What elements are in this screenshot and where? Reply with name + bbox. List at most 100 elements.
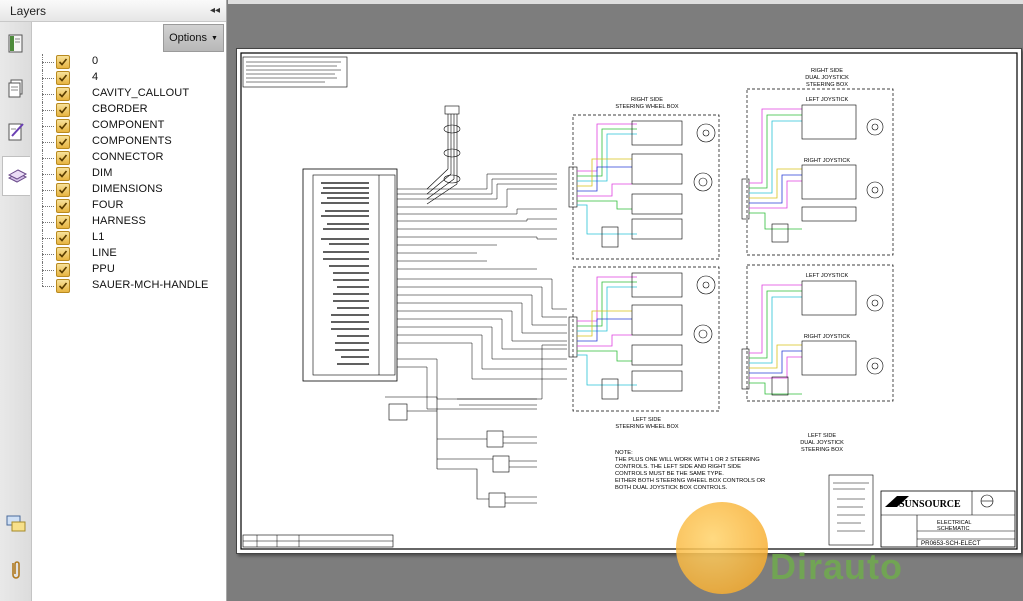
layer-name: CAVITY_CALLOUT <box>92 87 190 99</box>
layer-name: L1 <box>92 231 105 243</box>
tree-connector <box>42 142 54 143</box>
checkmark-icon <box>58 234 68 242</box>
layer-visibility-checkbox[interactable] <box>56 247 70 261</box>
layer-name: 4 <box>92 71 99 83</box>
tree-connector <box>42 238 54 239</box>
tree-connector <box>42 62 54 63</box>
layer-item: LINE <box>32 246 226 262</box>
panel-header: Layers ◂◂ <box>0 0 226 22</box>
right-wheel-title: RIGHT SIDE <box>631 97 663 103</box>
svg-text:BOTH DUAL JOYSTICK BOX CONTROL: BOTH DUAL JOYSTICK BOX CONTROLS. <box>615 485 728 491</box>
panel-title: Layers <box>10 3 47 18</box>
layer-name: SAUER-MCH-HANDLE <box>92 279 209 291</box>
tree-connector <box>42 190 54 191</box>
electrical-schematic: RIGHT SIDE STEERING WHEEL BOX <box>240 52 1018 550</box>
layer-item: CONNECTOR <box>32 150 226 166</box>
tree-connector <box>42 174 54 175</box>
tree-connector <box>42 286 54 287</box>
svg-text:LEFT JOYSTICK: LEFT JOYSTICK <box>806 97 849 103</box>
layer-visibility-checkbox[interactable] <box>56 71 70 85</box>
note-title: NOTE: <box>615 450 633 456</box>
layer-item: FOUR <box>32 198 226 214</box>
tree-connector <box>42 126 54 127</box>
svg-text:STEERING WHEEL BOX: STEERING WHEEL BOX <box>615 424 678 430</box>
layer-name: LINE <box>92 247 117 259</box>
watermark-text: Dirauto <box>770 546 903 587</box>
checkmark-icon <box>58 250 68 258</box>
layer-visibility-checkbox[interactable] <box>56 215 70 229</box>
pages-icon[interactable] <box>5 32 27 56</box>
title-field: ELECTRICAL <box>937 520 972 526</box>
right-joystick-box-title: RIGHT SIDE <box>811 68 843 74</box>
left-joystick-box-title: LEFT SIDE <box>808 433 836 439</box>
document-page: RIGHT SIDE STEERING WHEEL BOX <box>236 48 1022 554</box>
layer-item: COMPONENT <box>32 118 226 134</box>
layer-visibility-checkbox[interactable] <box>56 199 70 213</box>
layer-item: PPU <box>32 262 226 278</box>
layer-visibility-checkbox[interactable] <box>56 151 70 165</box>
options-button[interactable]: Options ▼ <box>163 24 224 52</box>
options-label: Options <box>169 32 207 44</box>
svg-text:STEERING BOX: STEERING BOX <box>806 82 848 88</box>
layers-panel: Layers ◂◂ <box>0 0 227 601</box>
checkmark-icon <box>58 58 68 66</box>
tree-connector <box>42 222 54 223</box>
document-area: RIGHT SIDE STEERING WHEEL BOX <box>228 0 1023 601</box>
watermark-logo: Dirauto <box>670 500 1020 600</box>
layer-visibility-checkbox[interactable] <box>56 135 70 149</box>
layer-visibility-checkbox[interactable] <box>56 263 70 277</box>
layer-name: PPU <box>92 263 115 275</box>
layer-item: COMPONENTS <box>32 134 226 150</box>
svg-text:LEFT JOYSTICK: LEFT JOYSTICK <box>806 273 849 279</box>
layer-item: HARNESS <box>32 214 226 230</box>
paperclip-icon[interactable] <box>5 558 27 582</box>
layer-item: SAUER-MCH-HANDLE <box>32 278 226 294</box>
layer-visibility-checkbox[interactable] <box>56 279 70 293</box>
layer-visibility-checkbox[interactable] <box>56 119 70 133</box>
layer-visibility-checkbox[interactable] <box>56 103 70 117</box>
attachments-icon[interactable] <box>5 78 27 102</box>
tree-connector <box>42 270 54 271</box>
tree-connector <box>42 278 43 286</box>
checkmark-icon <box>58 218 68 226</box>
checkmark-icon <box>58 138 68 146</box>
checkmark-icon <box>58 90 68 98</box>
collapse-panel-button[interactable]: ◂◂ <box>209 5 220 16</box>
layer-name: CBORDER <box>92 103 148 115</box>
checkmark-icon <box>58 186 68 194</box>
comments-icon[interactable] <box>5 512 27 536</box>
layer-name: CONNECTOR <box>92 151 164 163</box>
checkmark-icon <box>58 106 68 114</box>
layer-visibility-checkbox[interactable] <box>56 183 70 197</box>
checkmark-icon <box>58 154 68 162</box>
checkmark-icon <box>58 266 68 274</box>
signatures-icon[interactable] <box>5 120 27 144</box>
layer-item: CAVITY_CALLOUT <box>32 86 226 102</box>
layer-name: FOUR <box>92 199 124 211</box>
svg-text:RIGHT JOYSTICK: RIGHT JOYSTICK <box>804 158 850 164</box>
layer-name: DIM <box>92 167 113 179</box>
layer-item: 0 <box>32 54 226 70</box>
layer-visibility-checkbox[interactable] <box>56 87 70 101</box>
checkmark-icon <box>58 282 68 290</box>
svg-text:DUAL JOYSTICK: DUAL JOYSTICK <box>805 75 849 81</box>
layer-visibility-checkbox[interactable] <box>56 55 70 69</box>
toolbar-edge <box>228 0 1023 4</box>
layers-icon[interactable] <box>2 156 30 196</box>
checkmark-icon <box>58 170 68 178</box>
watermark-circle <box>676 502 768 594</box>
checkmark-icon <box>58 74 68 82</box>
layer-visibility-checkbox[interactable] <box>56 167 70 181</box>
svg-text:SCHEMATIC: SCHEMATIC <box>937 526 970 532</box>
tree-connector <box>42 206 54 207</box>
tree-connector <box>42 94 54 95</box>
layer-name: COMPONENTS <box>92 135 172 147</box>
checkmark-icon <box>58 122 68 130</box>
tree-connector <box>42 78 54 79</box>
svg-text:EITHER BOTH STEERING WHEEL BOX: EITHER BOTH STEERING WHEEL BOX CONTROLS … <box>615 478 765 484</box>
svg-text:RIGHT JOYSTICK: RIGHT JOYSTICK <box>804 334 850 340</box>
layer-visibility-checkbox[interactable] <box>56 231 70 245</box>
